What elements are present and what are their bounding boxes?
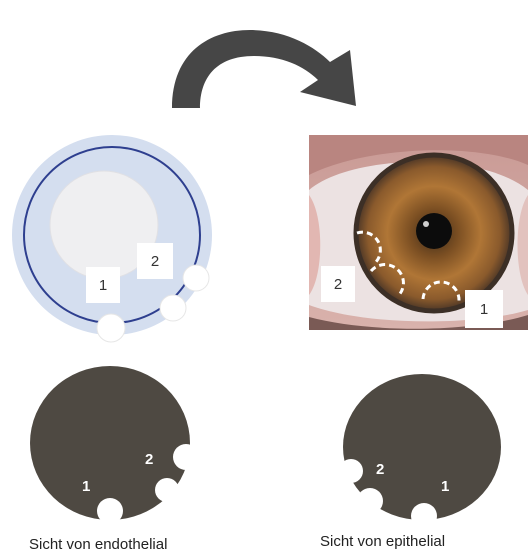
endothelial-disc <box>30 366 199 524</box>
marker-2 <box>155 478 179 502</box>
marker-3 <box>173 444 199 470</box>
pupil <box>416 213 452 249</box>
disc-label-2: 2 <box>145 451 153 468</box>
disc-label-1: 1 <box>82 478 90 495</box>
haptic-marker-1 <box>97 314 125 342</box>
marker-3 <box>411 503 437 529</box>
label-box-2: 2 <box>137 243 173 279</box>
marker-2 <box>357 488 383 514</box>
epithelial-disc <box>339 374 501 529</box>
disc-label-2: 2 <box>376 461 384 478</box>
label-box-1: 1 <box>86 267 120 303</box>
disc-label-1: 1 <box>441 478 449 495</box>
haptic-marker-2 <box>160 295 186 321</box>
label-box-1: 1 <box>465 290 503 328</box>
curved-arrow-icon <box>148 30 356 108</box>
lens-schematic <box>12 135 212 342</box>
label-box-2: 2 <box>321 266 355 302</box>
marker-1 <box>97 498 123 524</box>
haptic-marker-3 <box>183 265 209 291</box>
caption-endothelial: Sicht von endothelial <box>29 536 167 553</box>
caption-epithelial: Sicht von epithelial <box>320 533 445 550</box>
marker-1 <box>339 459 363 483</box>
